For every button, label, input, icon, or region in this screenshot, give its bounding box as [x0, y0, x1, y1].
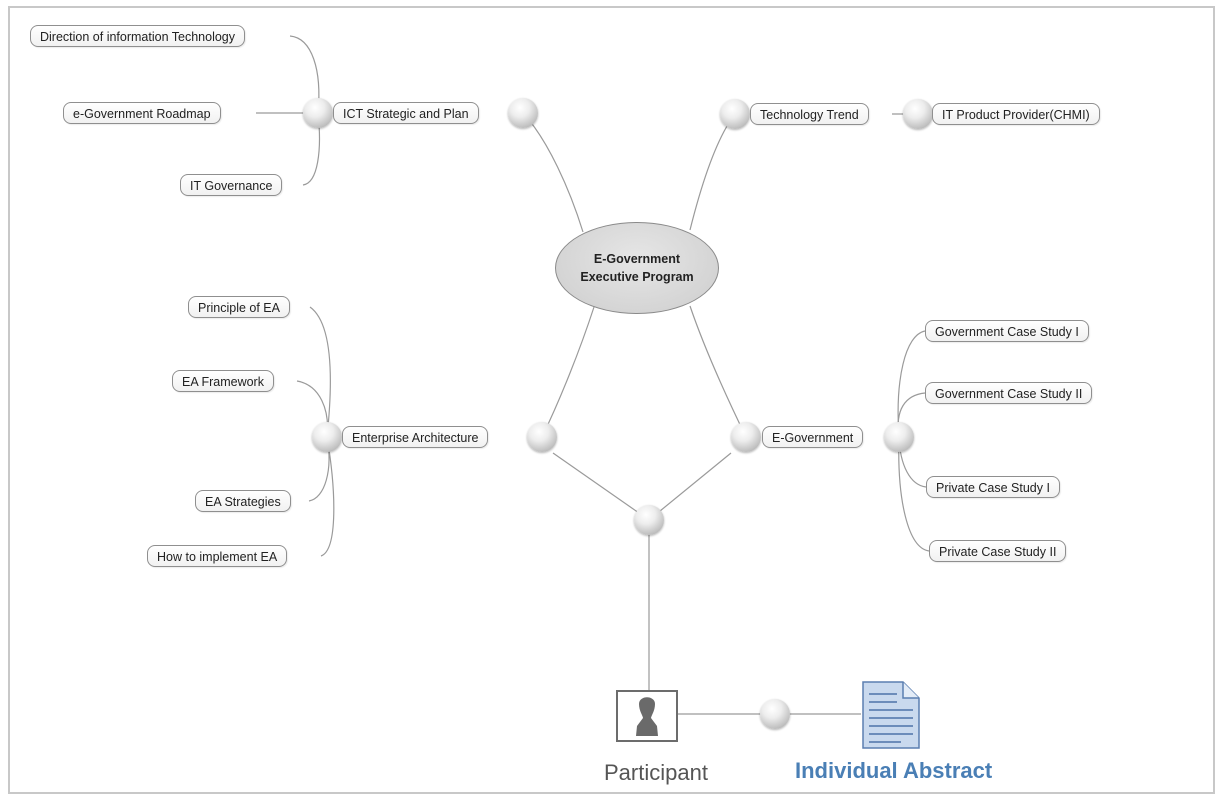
node-enterprise-architecture[interactable]: Enterprise Architecture	[342, 426, 489, 448]
abstract-label: Individual Abstract	[795, 758, 993, 783]
connector-ea-howto	[320, 436, 335, 557]
connector-center-ict	[522, 112, 584, 233]
connector-center-ea	[541, 306, 595, 438]
node-ea-framework[interactable]: EA Framework	[172, 370, 274, 392]
center-node[interactable]: E-Government Executive Program	[555, 222, 719, 314]
node-e-government[interactable]: E-Government	[762, 426, 864, 448]
node-gov-case-1[interactable]: Government Case Study I	[925, 320, 1089, 342]
connector-ea-join	[552, 452, 650, 521]
center-title-line1: E-Government	[593, 252, 681, 266]
node-ea-strategies[interactable]: EA Strategies	[195, 490, 291, 512]
document-icon[interactable]	[861, 680, 921, 750]
center-title-line2: Executive Program	[580, 270, 694, 284]
node-it-product-provider[interactable]: IT Product Provider(CHMI)	[932, 103, 1100, 125]
egov-right-knob[interactable]	[884, 422, 914, 452]
ea-left-knob[interactable]	[312, 422, 342, 452]
participant-label: Participant	[604, 760, 708, 785]
node-technology-trend[interactable]: Technology Trend	[750, 103, 869, 125]
node-direction-it[interactable]: Direction of information Technology	[30, 25, 246, 47]
connector-center-egov	[689, 305, 747, 438]
participant-abstract-knob[interactable]	[760, 699, 790, 729]
node-ict-strategic[interactable]: ICT Strategic and Plan	[333, 102, 479, 124]
connector-egov-gov1	[897, 330, 926, 438]
connector-egov-priv2	[898, 436, 930, 552]
ict-right-knob[interactable]	[508, 98, 538, 128]
tech-left-knob[interactable]	[720, 99, 750, 129]
connector-center-tech	[689, 113, 736, 231]
node-gov-case-2[interactable]: Government Case Study II	[925, 382, 1093, 404]
join-knob[interactable]	[634, 505, 664, 535]
node-private-case-1[interactable]: Private Case Study I	[926, 476, 1060, 498]
node-private-case-2[interactable]: Private Case Study II	[929, 540, 1067, 562]
ict-left-knob[interactable]	[303, 98, 333, 128]
connector-ea-principle	[309, 306, 331, 438]
node-it-governance[interactable]: IT Governance	[180, 174, 283, 196]
person-icon[interactable]	[616, 690, 678, 742]
egov-left-knob[interactable]	[731, 422, 761, 452]
node-how-implement-ea[interactable]: How to implement EA	[147, 545, 288, 567]
node-egov-roadmap[interactable]: e-Government Roadmap	[63, 102, 221, 124]
connector-egov-join	[648, 452, 732, 521]
ea-right-knob[interactable]	[527, 422, 557, 452]
node-principle-ea[interactable]: Principle of EA	[188, 296, 290, 318]
tech-right-knob[interactable]	[903, 99, 933, 129]
